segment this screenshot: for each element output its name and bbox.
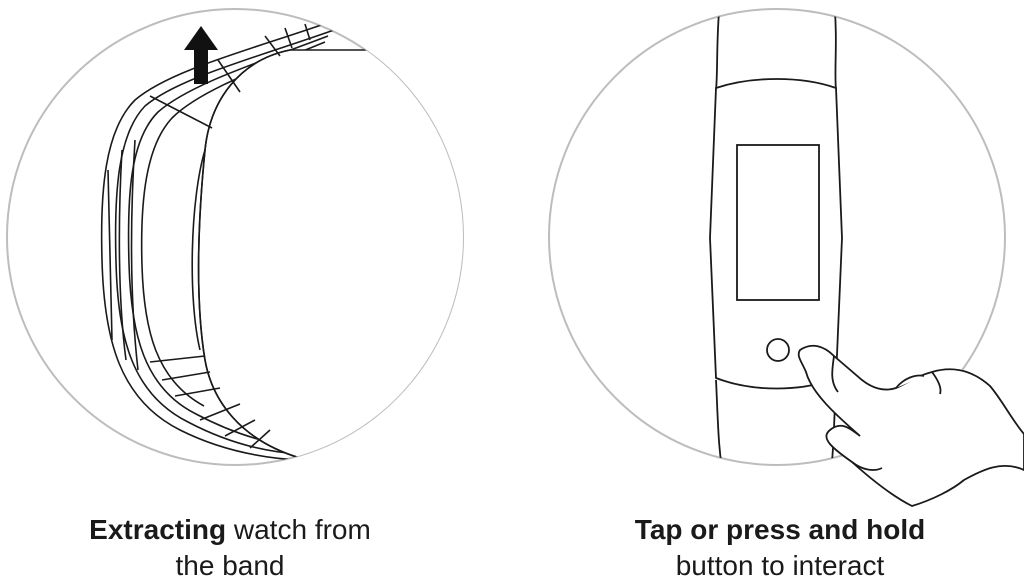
extracting-watch-illustration [6, 8, 464, 466]
extracting-watch-svg [6, 8, 464, 466]
caption-tap-bold: Tap or press and hold [634, 514, 926, 545]
device-screen [736, 144, 820, 301]
caption-tap-line2: button to interact [675, 550, 885, 581]
device-button[interactable] [766, 338, 790, 362]
caption-extracting-line2: the band [175, 550, 285, 581]
tap-button-svg [548, 8, 1024, 507]
band-strap-bottom-left [715, 379, 725, 465]
caption-extracting: Extracting watch from the band [30, 512, 430, 584]
tap-button-illustration [512, 0, 1024, 587]
caption-extracting-line1: watch from [226, 514, 371, 545]
caption-extracting-bold: Extracting [89, 514, 227, 545]
caption-tap-press: Tap or press and hold button to interact [580, 512, 980, 584]
pointing-finger-icon [797, 344, 1024, 507]
up-arrow-icon [184, 26, 218, 84]
